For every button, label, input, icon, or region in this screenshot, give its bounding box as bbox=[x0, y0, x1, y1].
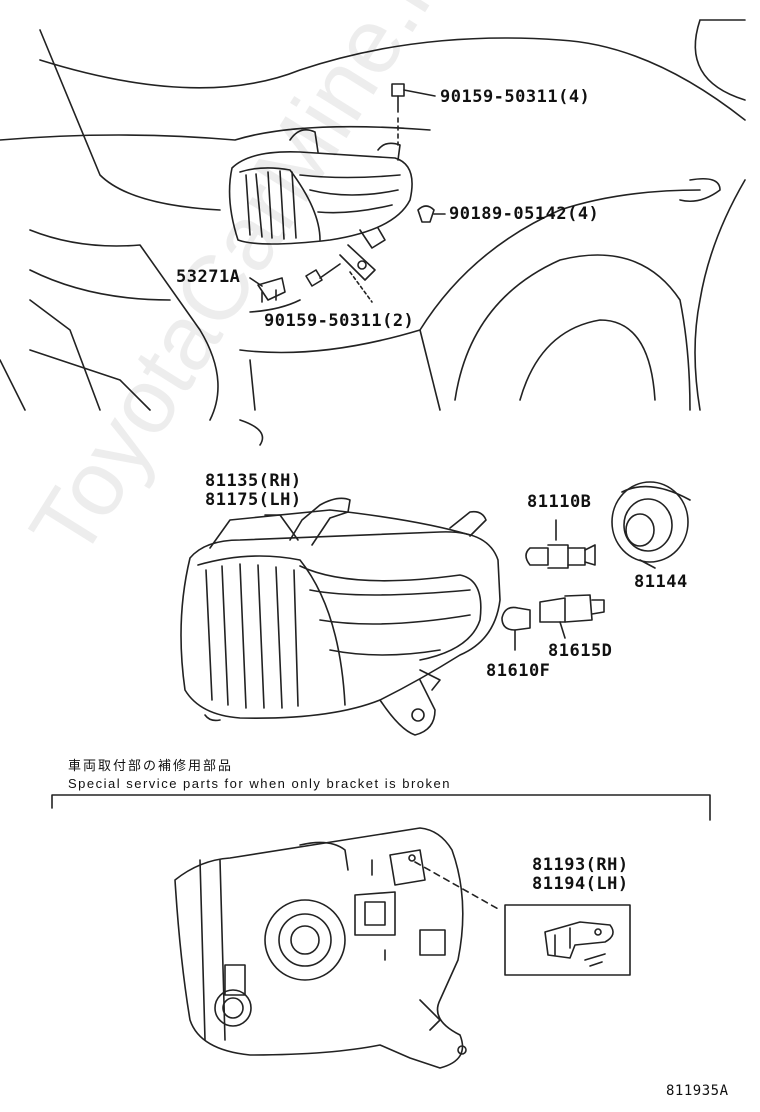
bracket-part-lh: 81194(LH) bbox=[532, 874, 629, 894]
bulb-81610f-icon bbox=[501, 606, 531, 651]
bracket-53271a-icon bbox=[249, 277, 286, 303]
bracket-service-box bbox=[504, 904, 631, 976]
vehicle-body-outline bbox=[0, 19, 746, 446]
bolt-upper-icon bbox=[391, 83, 436, 146]
callout-bolt-lower: 90159-50311(2) bbox=[264, 311, 415, 331]
part-number-rh: 81135(RH) bbox=[205, 471, 302, 491]
socket-81615d-icon bbox=[539, 594, 605, 639]
socket-cover-81144-icon bbox=[611, 481, 691, 569]
callout-bracket-53271a: 53271A bbox=[176, 267, 241, 287]
service-parts-frame bbox=[51, 794, 711, 821]
lamp-back-view bbox=[174, 827, 467, 1069]
fog-lamp-assembly bbox=[180, 497, 501, 736]
service-note-jp: 車両取付部の補修用部品 bbox=[68, 758, 234, 773]
callout-lamp-part-numbers: 81135(RH) 81175(LH) bbox=[205, 472, 302, 510]
service-note-en: Special service parts for when only brac… bbox=[68, 776, 451, 791]
callout-bracket-part-numbers: 81193(RH) 81194(LH) bbox=[532, 856, 629, 894]
callout-bulb-81110b: 81110B bbox=[527, 492, 592, 512]
fog-lamp-top bbox=[228, 129, 413, 281]
callout-socket-81615d: 81615D bbox=[548, 641, 613, 661]
callout-clip: 90189-05142(4) bbox=[449, 204, 600, 224]
callout-bulb-81610f: 81610F bbox=[486, 661, 551, 681]
part-number-lh: 81175(LH) bbox=[205, 490, 302, 510]
leader-dashed bbox=[414, 861, 501, 911]
callout-bolt-upper: 90159-50311(4) bbox=[440, 87, 591, 107]
diagram-id: 811935A bbox=[666, 1083, 729, 1099]
clip-icon bbox=[417, 205, 446, 223]
callout-socket-cover-81144: 81144 bbox=[634, 572, 688, 592]
bolt-lower-icon bbox=[249, 263, 341, 313]
bulb-81110b-icon bbox=[525, 519, 596, 569]
bracket-part-rh: 81193(RH) bbox=[532, 855, 629, 875]
